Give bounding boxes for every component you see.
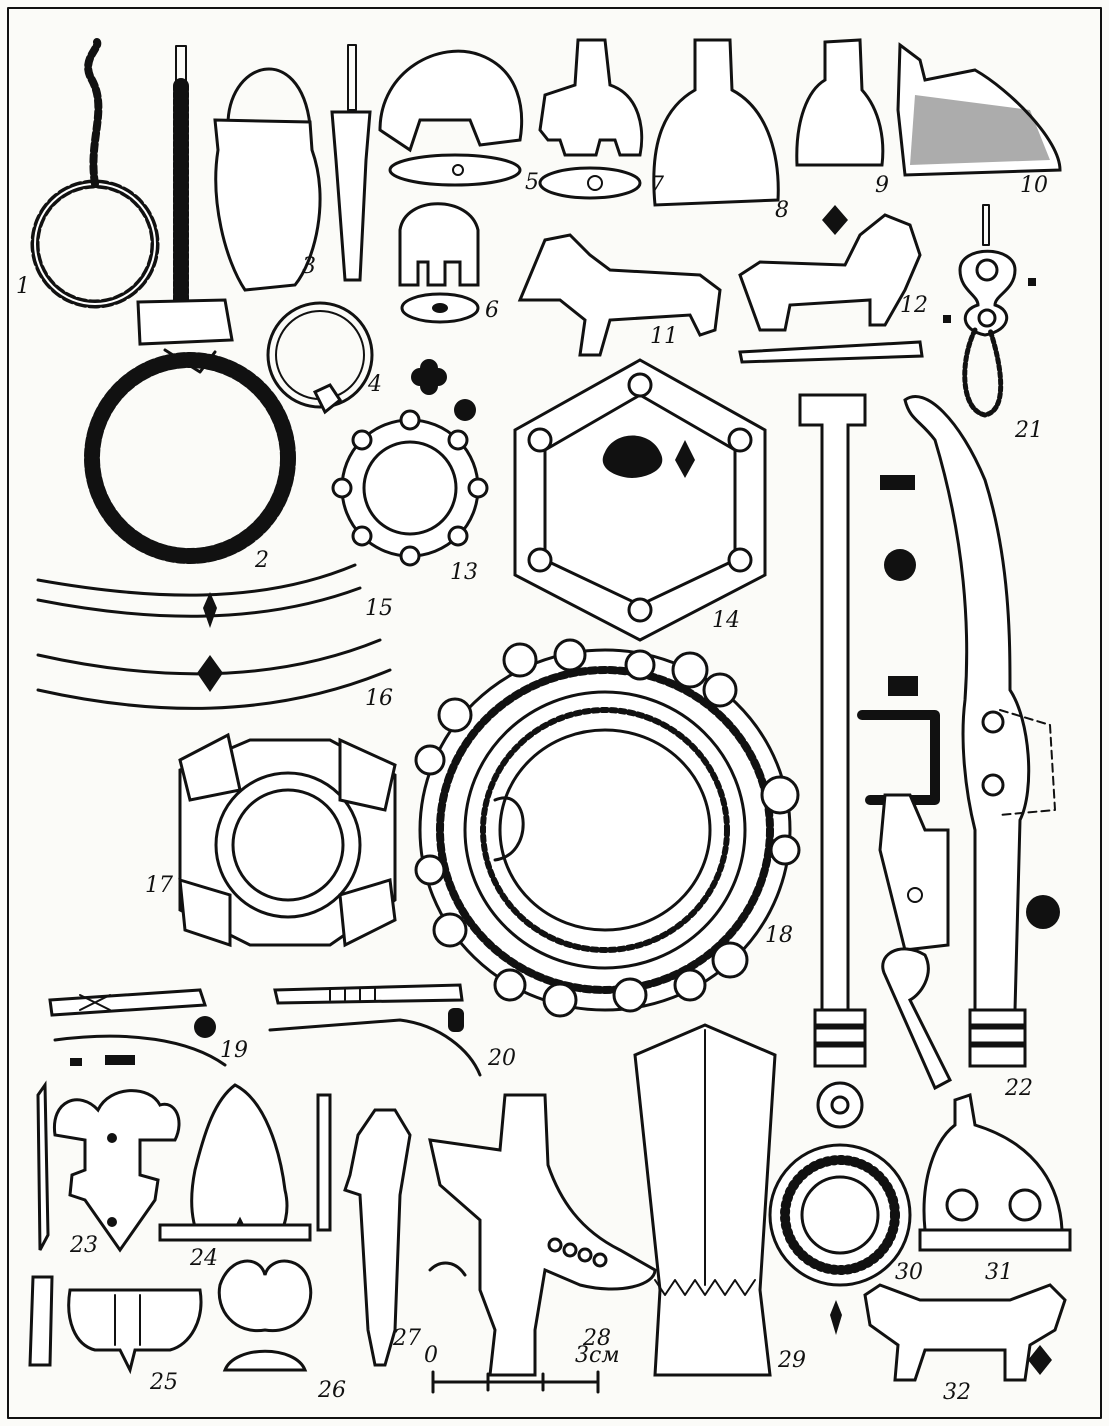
figure-label-11: 11 [650, 324, 678, 349]
artifact-5-mount [378, 49, 524, 187]
artifact-8-plate [652, 38, 780, 207]
artifact-12-horse [738, 205, 924, 364]
figure-label-12: 12 [900, 293, 928, 318]
artifact-30-sun-pendant [768, 1081, 912, 1335]
artifact-27-mount [316, 1093, 467, 1367]
figure-label-13: 13 [450, 560, 478, 585]
artifact-20-rod-fragment [268, 983, 482, 1077]
artifact-11-horse [517, 233, 722, 357]
artifact-16-bracelet-fragment [36, 638, 392, 710]
artifact-29-plaque [633, 1023, 777, 1377]
artifact-25-mount [28, 1275, 203, 1375]
artifact-2-spiral-pendant [84, 45, 296, 564]
figure-label-16: 16 [365, 686, 393, 711]
scale-label-end: 3см [575, 1343, 620, 1368]
artifact-9-plate [795, 38, 885, 167]
figure-label-18: 18 [765, 923, 793, 948]
figure-label-22: 22 [1005, 1076, 1033, 1101]
figure-label-26: 26 [318, 1378, 346, 1403]
figure-label-1: 1 [16, 274, 30, 299]
figure-label-4: 4 [368, 372, 382, 397]
figure-label-25: 25 [150, 1370, 178, 1395]
artifact-4-open-ring [266, 301, 374, 415]
figure-label-31: 31 [985, 1260, 1013, 1285]
figure-label-14: 14 [712, 608, 740, 633]
artifact-31-bell [918, 1093, 1072, 1252]
figure-label-17: 17 [145, 873, 173, 898]
artifact-18-beaded-ring [414, 638, 801, 1018]
plate-frame [7, 7, 1102, 1419]
artifact-1-twisted-ring [30, 38, 160, 309]
artifact-22-bridle-bit [798, 393, 1060, 1091]
artifact-7-mount [538, 38, 644, 200]
figure-label-24: 24 [190, 1246, 218, 1271]
scale-bar [431, 1370, 600, 1394]
figure-label-19: 19 [220, 1038, 248, 1063]
artifact-17-quatrefoil-ring [178, 732, 397, 948]
figure-label-15: 15 [365, 596, 393, 621]
artifact-21-link-pendant [943, 204, 1036, 418]
artifact-15-bracelet-fragment [36, 563, 362, 628]
scale-label-zero: 0 [424, 1343, 438, 1368]
artifact-32-double-horse [863, 1283, 1067, 1382]
figure-label-32: 32 [943, 1380, 971, 1405]
figure-label-20: 20 [488, 1046, 516, 1071]
artifact-28-buckle [428, 1093, 657, 1377]
figure-label-5: 5 [525, 170, 539, 195]
figure-label-21: 21 [1015, 418, 1043, 443]
figure-label-2: 2 [255, 548, 269, 573]
figure-label-23: 23 [70, 1233, 98, 1258]
figure-label-10: 10 [1020, 173, 1048, 198]
artifact-24-mount [158, 1083, 312, 1242]
artifact-14-hex-ring [513, 358, 767, 642]
artifact-13-knobbed-ring [331, 359, 489, 567]
figure-label-8: 8 [775, 198, 789, 223]
figure-label-6: 6 [485, 298, 499, 323]
figure-label-9: 9 [875, 173, 889, 198]
figure-label-28: 28 [583, 1326, 611, 1351]
figure-label-3: 3 [302, 254, 316, 279]
figure-label-27: 27 [393, 1326, 421, 1351]
artifact-19-rod-fragment [48, 988, 227, 1067]
artifact-23-mount [36, 1080, 181, 1253]
artifact-3-bell-pendant [213, 44, 372, 292]
figure-label-30: 30 [895, 1260, 923, 1285]
artifact-26-mount [217, 1259, 313, 1372]
figure-label-29: 29 [778, 1348, 806, 1373]
figure-label-7: 7 [650, 173, 664, 198]
artifact-6-mount [398, 202, 480, 324]
artifact-10-fragment [896, 42, 1062, 177]
